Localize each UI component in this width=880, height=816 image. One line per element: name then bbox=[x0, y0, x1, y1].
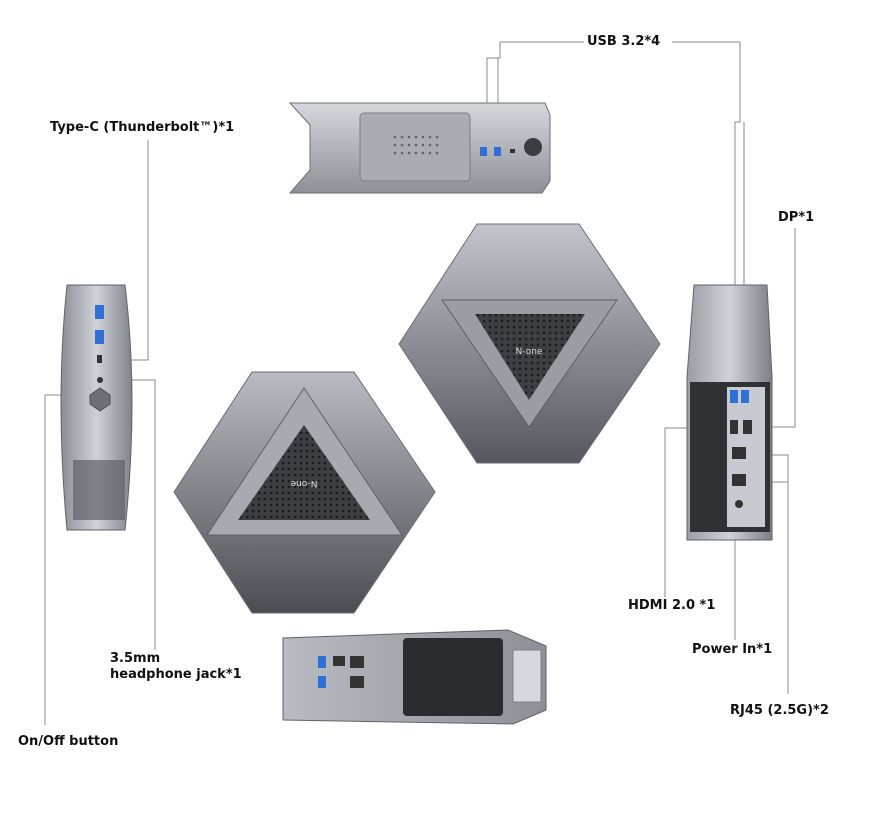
device-logo-text: N-one bbox=[516, 347, 543, 357]
usb-port-icon bbox=[480, 147, 487, 156]
headphone-callout-label-line1: 3.5mm bbox=[110, 651, 161, 666]
typec-port-icon bbox=[97, 355, 102, 363]
onoff-callout-label: On/Off button bbox=[18, 734, 119, 749]
device-right-view bbox=[686, 284, 773, 541]
power-button-icon bbox=[524, 138, 542, 156]
usb-port-icon bbox=[95, 330, 104, 344]
rj45-port-icon bbox=[732, 474, 746, 486]
hdmi-callout-label: HDMI 2.0 *1 bbox=[628, 598, 716, 613]
power-callout-label: Power In*1 bbox=[692, 642, 773, 657]
rj45-callout-label: RJ45 (2.5G)*2 bbox=[730, 703, 829, 718]
dp-port-icon bbox=[743, 420, 752, 434]
device-hex-view-top: N-one bbox=[398, 223, 661, 464]
hdmi-port-icon bbox=[333, 656, 345, 666]
headphone-callout-label-line2: headphone jack*1 bbox=[110, 667, 242, 682]
rj45-port-icon bbox=[350, 656, 364, 668]
usb-port-icon bbox=[730, 390, 738, 403]
typec-callout-label: Type-C (Thunderbolt™)*1 bbox=[50, 120, 235, 135]
usb-port-icon bbox=[95, 305, 104, 319]
device-top-view bbox=[288, 102, 551, 194]
device-logo-text-mirrored: N-one bbox=[290, 478, 317, 488]
usb-leader-line bbox=[486, 41, 584, 110]
hdmi-port-icon bbox=[730, 420, 738, 434]
usb-leader-line-3 bbox=[672, 41, 741, 395]
usb-port-icon bbox=[494, 147, 501, 156]
usb-port-icon bbox=[318, 676, 326, 688]
rj45-port-icon bbox=[350, 676, 364, 688]
dp-callout-label: DP*1 bbox=[778, 210, 815, 225]
onoff-button-icon bbox=[89, 387, 111, 412]
device-bottom-view bbox=[282, 629, 547, 725]
usb-port-icon bbox=[318, 656, 326, 668]
usb-callout-label: USB 3.2*4 bbox=[587, 34, 661, 49]
rj45-port-icon bbox=[732, 447, 746, 459]
power-in-port-icon bbox=[735, 500, 743, 508]
usb-port-icon bbox=[741, 390, 749, 403]
device-hex-view-front: N-one bbox=[173, 371, 436, 614]
typec-port-icon bbox=[510, 149, 515, 153]
device-left-view bbox=[60, 284, 133, 531]
headphone-jack-icon bbox=[97, 377, 103, 383]
